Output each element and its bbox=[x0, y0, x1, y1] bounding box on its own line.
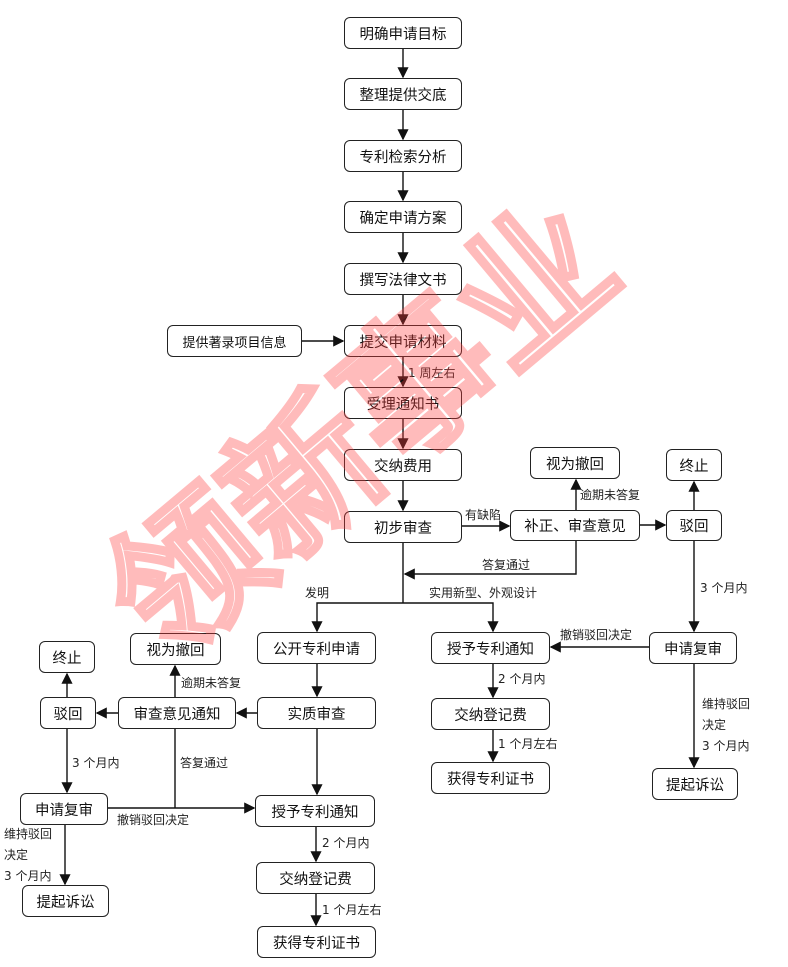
label-one-month-left: 1 个月左右 bbox=[322, 903, 382, 917]
label-reply-pass-prelim: 答复通过 bbox=[482, 558, 531, 572]
label-maintain-left-2: 决定 bbox=[4, 848, 29, 862]
step-draft-documents: 撰写法律文书 bbox=[344, 263, 462, 295]
label-maintain-left-1: 维持驳回 bbox=[4, 827, 53, 841]
step-withdrawn-prelim: 视为撤回 bbox=[530, 447, 620, 479]
step-substantive-exam: 实质审查 bbox=[257, 697, 376, 729]
label-two-months-right: 2 个月内 bbox=[498, 672, 546, 686]
step-fee-right: 交纳登记费 bbox=[431, 698, 550, 730]
step-grant-left: 授予专利通知 bbox=[255, 795, 375, 827]
step-opinion-notice: 审查意见通知 bbox=[118, 697, 236, 729]
step-review-left: 申请复审 bbox=[20, 793, 108, 825]
step-patent-search: 专利检索分析 bbox=[344, 140, 462, 172]
step-bibliographic-info: 提供著录项目信息 bbox=[167, 325, 302, 357]
label-revoke-right: 撤销驳回决定 bbox=[560, 628, 633, 642]
step-publish: 公开专利申请 bbox=[257, 632, 376, 664]
label-utility-design: 实用新型、外观设计 bbox=[429, 586, 538, 600]
step-terminate-prelim: 终止 bbox=[666, 449, 722, 481]
step-preliminary-exam: 初步审查 bbox=[344, 511, 462, 543]
label-three-months-left: 3 个月内 bbox=[72, 756, 120, 770]
step-lawsuit-left: 提起诉讼 bbox=[22, 885, 109, 917]
step-cert-right: 获得专利证书 bbox=[431, 762, 550, 794]
step-reject-prelim: 驳回 bbox=[666, 510, 722, 541]
label-invention: 发明 bbox=[305, 586, 330, 600]
label-maintain-right-1: 维持驳回 bbox=[702, 697, 751, 711]
label-one-week: 1 周左右 bbox=[408, 366, 456, 380]
step-review-right: 申请复审 bbox=[649, 632, 737, 664]
step-pay-fees: 交纳费用 bbox=[344, 449, 462, 481]
label-overdue-prelim: 逾期未答复 bbox=[580, 488, 641, 502]
step-disclosure: 整理提供交底 bbox=[344, 78, 462, 110]
label-reply-pass-left: 答复通过 bbox=[180, 756, 229, 770]
label-three-months-right: 3 个月内 bbox=[700, 581, 748, 595]
step-terminate-left: 终止 bbox=[39, 641, 95, 673]
label-two-months-left: 2 个月内 bbox=[322, 836, 370, 850]
step-fee-left: 交纳登记费 bbox=[256, 862, 375, 894]
step-correction: 补正、审查意见 bbox=[510, 510, 640, 541]
label-revoke-left: 撤销驳回决定 bbox=[117, 813, 190, 827]
label-three-months-left-2: 3 个月内 bbox=[4, 869, 52, 883]
step-submit: 提交申请材料 bbox=[344, 325, 462, 357]
step-grant-right: 授予专利通知 bbox=[431, 632, 550, 664]
label-maintain-right-2: 决定 bbox=[702, 718, 727, 732]
label-three-months-right-2: 3 个月内 bbox=[702, 739, 750, 753]
step-lawsuit-right: 提起诉讼 bbox=[652, 768, 738, 800]
step-define-goal: 明确申请目标 bbox=[344, 17, 462, 49]
step-reject-left: 驳回 bbox=[40, 697, 96, 729]
label-defect: 有缺陷 bbox=[465, 508, 502, 522]
step-acceptance-notice: 受理通知书 bbox=[344, 387, 462, 419]
step-withdrawn-left: 视为撤回 bbox=[130, 633, 221, 665]
step-plan: 确定申请方案 bbox=[344, 201, 462, 233]
label-overdue-left: 逾期未答复 bbox=[181, 676, 242, 690]
step-cert-left: 获得专利证书 bbox=[257, 926, 376, 958]
label-one-month-right: 1 个月左右 bbox=[498, 737, 558, 751]
